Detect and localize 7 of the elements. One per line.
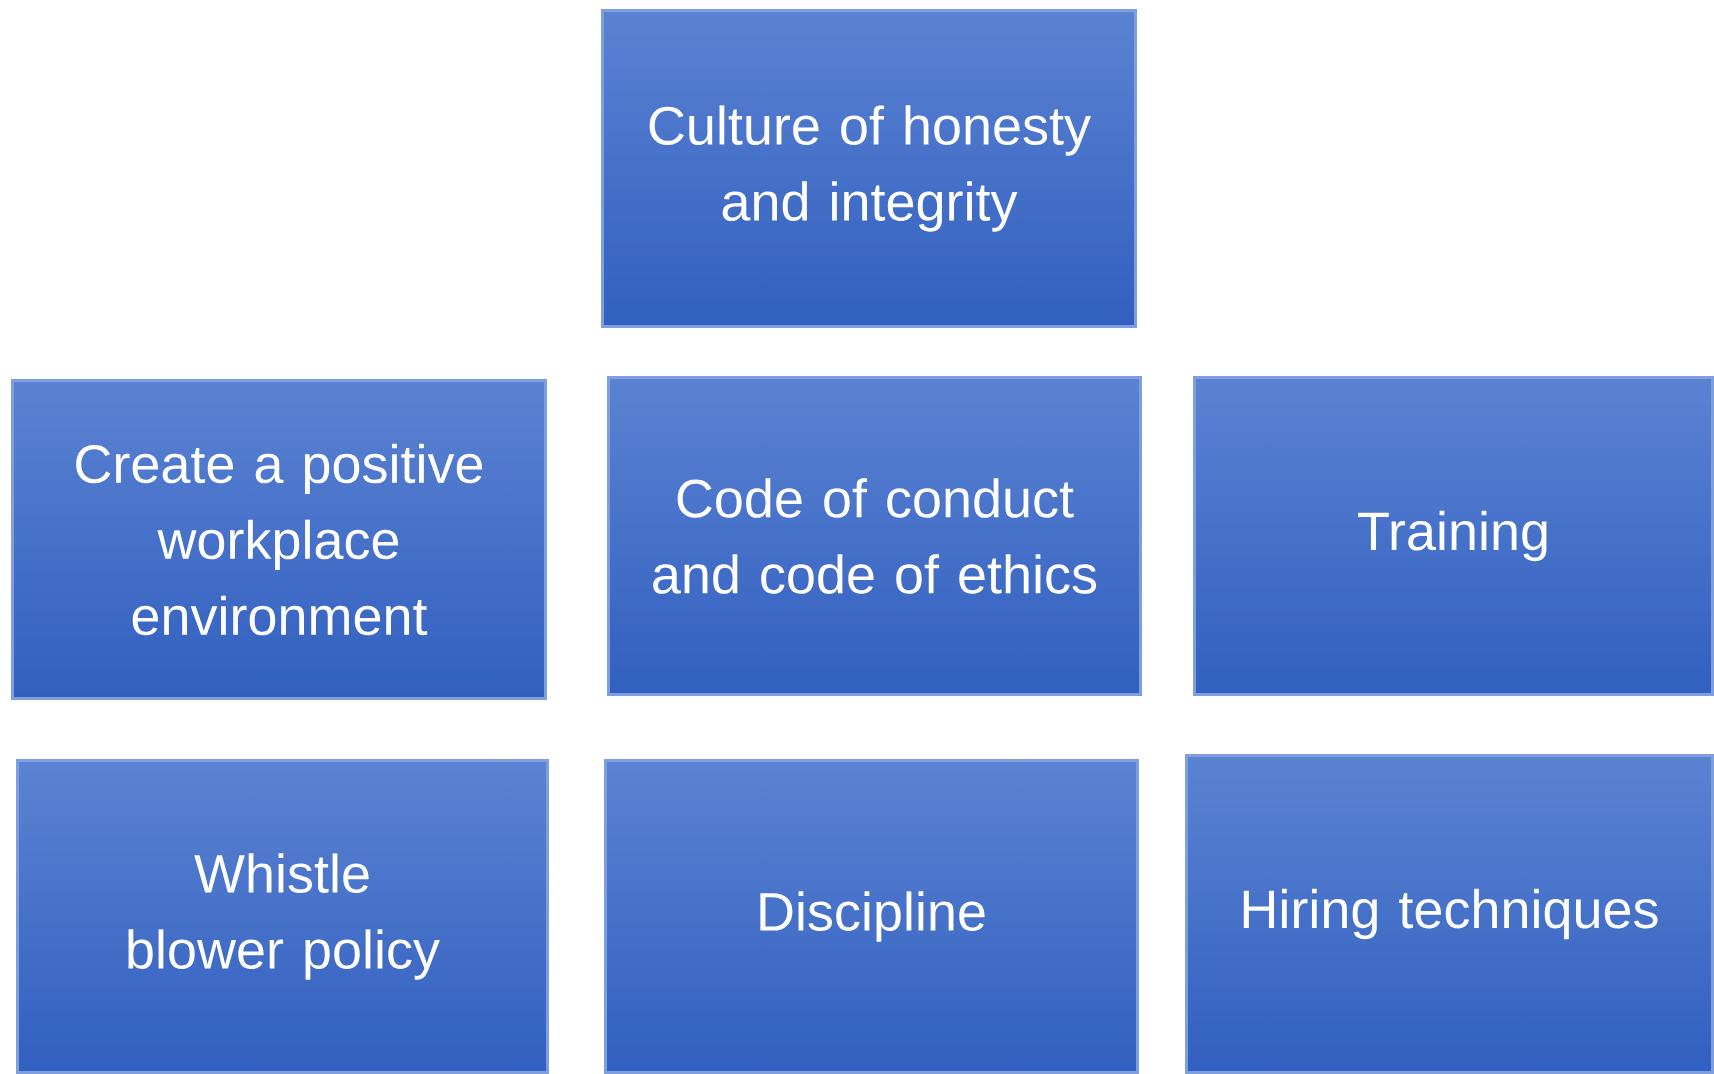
process-box: Hiring techniques (1185, 754, 1714, 1074)
process-box: Training (1193, 376, 1714, 696)
process-box: Whistle blower policy (16, 759, 549, 1074)
process-box: Create a positive workplace environment (11, 379, 547, 700)
process-box: Code of conduct and code of ethics (607, 376, 1142, 696)
process-box: Discipline (604, 759, 1139, 1074)
process-box: Culture of honesty and integrity (601, 9, 1137, 328)
